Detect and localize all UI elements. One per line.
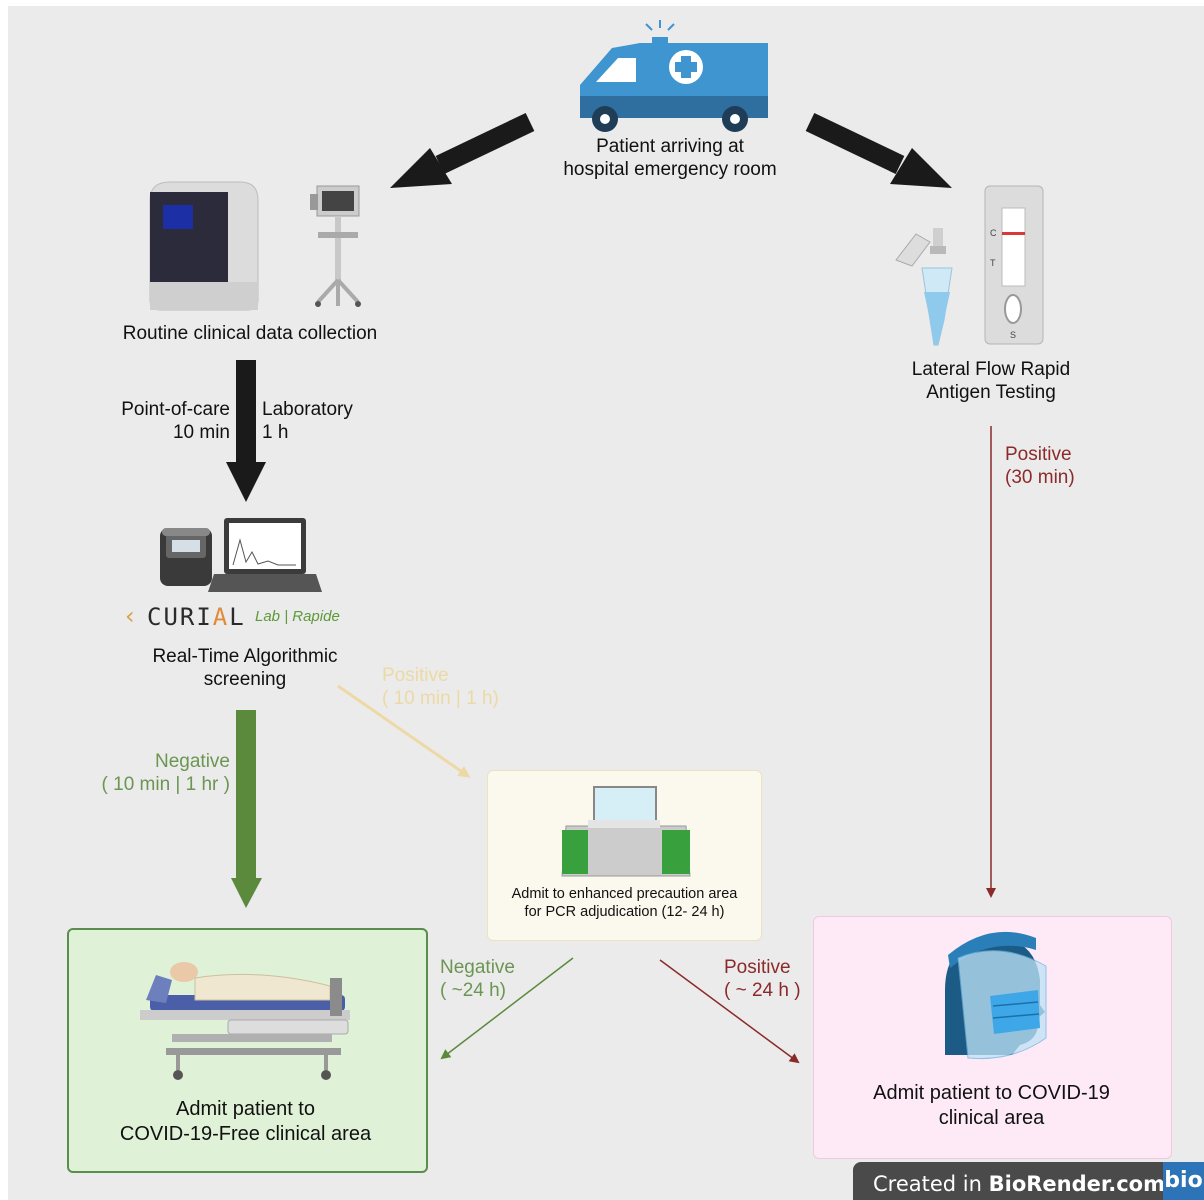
- isolation-bed-icon: [561, 786, 691, 877]
- lab-timing: Laboratory 1 h: [262, 398, 382, 444]
- pcr-positive-time: ( ~ 24 h ): [724, 980, 801, 1001]
- algo-positive-label: Positive ( 10 min | 1 h): [382, 664, 542, 710]
- pcr-negative-label: Negative ( ~24 h): [440, 956, 550, 1002]
- algo-positive-text: Positive: [382, 665, 449, 686]
- footer-brand: BioRender.com: [988, 1172, 1165, 1196]
- biorender-footer-text: Created in BioRender.com: [873, 1172, 1165, 1196]
- arrow-pcr-positive: [659, 959, 800, 1064]
- covid-free-label-line2: COVID-19-Free clinical area: [119, 1123, 372, 1145]
- algo-negative-text: Negative: [155, 751, 230, 772]
- curial-label: Real-Time Algorithmic screening: [115, 645, 375, 691]
- arrow-pcr-negative: [440, 957, 574, 1060]
- poc-time: 10 min: [172, 422, 230, 443]
- precaution-label: Admit to enhanced precaution area for PC…: [487, 885, 762, 921]
- laptop-icon: [208, 518, 322, 592]
- curial-logo-sub: Lab | Rapide: [255, 608, 340, 625]
- footer-prefix: Created in: [873, 1172, 989, 1196]
- arrow-to-algorithm: [226, 360, 266, 502]
- lab-time: 1 h: [262, 422, 289, 443]
- algo-negative-label: Negative ( 10 min | 1 hr ): [60, 750, 230, 796]
- curial-logo-mark: ‹: [125, 602, 135, 630]
- arrow-negative-to-covid-free: [231, 710, 262, 908]
- algo-positive-time: ( 10 min | 1 h): [382, 688, 499, 709]
- arrow-positive-to-precaution: [337, 684, 471, 778]
- svg-text:T: T: [990, 258, 996, 268]
- pcr-negative-time: ( ~24 h): [440, 980, 507, 1001]
- lab-label: Laboratory: [262, 399, 353, 420]
- covid-label-line2: clinical area: [938, 1107, 1045, 1129]
- svg-text:C: C: [990, 228, 997, 238]
- ambulance-label-line2: hospital emergency room: [563, 159, 777, 180]
- ambulance-label: Patient arriving at hospital emergency r…: [560, 135, 780, 181]
- curial-logo-l: L: [229, 603, 246, 631]
- pcr-positive-label: Positive ( ~ 24 h ): [724, 956, 834, 1002]
- lateral-flow-label-line2: Antigen Testing: [926, 382, 1056, 403]
- lft-positive-text: Positive: [1005, 444, 1072, 465]
- covid-free-label-line1: Admit patient to: [176, 1098, 315, 1120]
- biorender-logo[interactable]: bio: [1163, 1162, 1204, 1200]
- arrow-to-lateral-flow: [805, 112, 952, 188]
- point-of-care-analyzer-icon: [160, 528, 212, 586]
- lab-analyzer-icon: [149, 181, 361, 311]
- curial-label-line1: Real-Time Algorithmic: [152, 646, 338, 667]
- pcr-negative-text: Negative: [440, 957, 515, 978]
- curial-logo-text: CURIAL: [147, 603, 246, 631]
- lateral-flow-label: Lateral Flow Rapid Antigen Testing: [880, 358, 1102, 404]
- pcr-positive-text: Positive: [724, 957, 791, 978]
- curial-logo-curi: CURI: [147, 603, 213, 631]
- covid-label-line1: Admit patient to COVID-19: [873, 1082, 1110, 1104]
- rapid-antigen-test-icon: C T S: [895, 185, 1044, 346]
- precaution-label-line1: Admit to enhanced precaution area: [511, 886, 738, 902]
- hospital-bed-icon: [140, 962, 350, 1080]
- lft-positive-time: (30 min): [1005, 467, 1075, 488]
- precaution-label-line2: for PCR adjudication (12- 24 h): [524, 904, 725, 920]
- arrow-to-routine: [390, 112, 535, 188]
- lft-positive-label: Positive (30 min): [1005, 443, 1125, 489]
- covid-free-label: Admit patient to COVID-19-Free clinical …: [67, 1097, 424, 1147]
- biorender-footer: [853, 1162, 1204, 1200]
- poc-timing: Point-of-care 10 min: [100, 398, 230, 444]
- svg-text:S: S: [1010, 330, 1016, 340]
- poc-label: Point-of-care: [121, 399, 230, 420]
- face-shield-mask-icon: [945, 931, 1047, 1060]
- curial-logo-a: A: [212, 603, 230, 631]
- covid-label: Admit patient to COVID-19 clinical area: [813, 1081, 1170, 1131]
- curial-label-line2: screening: [203, 669, 287, 690]
- lateral-flow-label-line1: Lateral Flow Rapid: [911, 359, 1071, 380]
- ambulance-label-line1: Patient arriving at: [596, 136, 744, 157]
- routine-label: Routine clinical data collection: [122, 323, 378, 344]
- ambulance-icon: [580, 20, 768, 132]
- curial-logo: ‹ CURIAL Lab | Rapide: [125, 602, 365, 632]
- algo-negative-time: ( 10 min | 1 hr ): [101, 774, 230, 795]
